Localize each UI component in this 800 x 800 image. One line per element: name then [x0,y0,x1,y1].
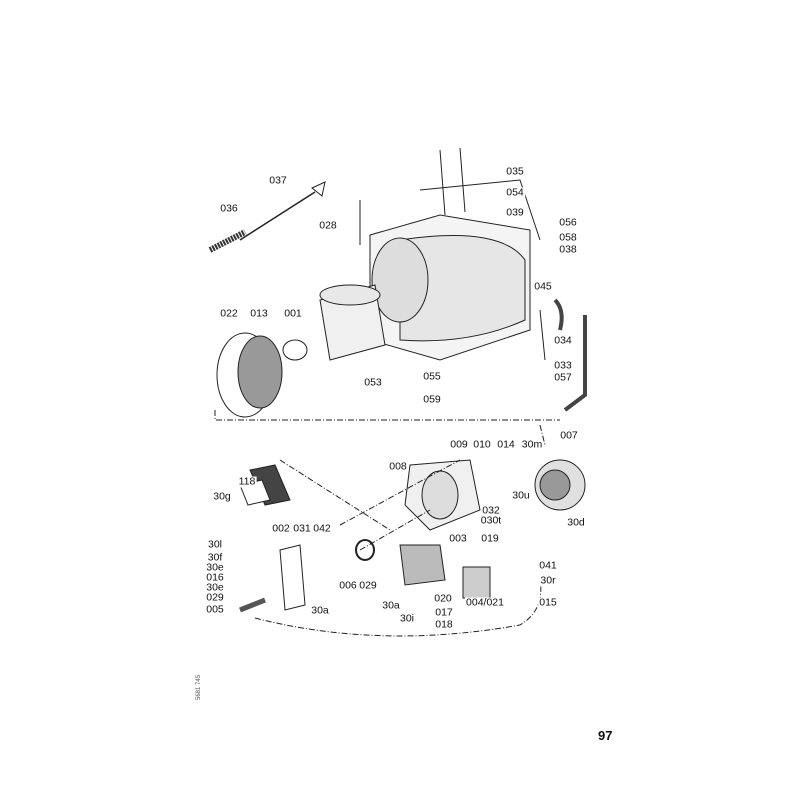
callout-label: 30e [205,561,225,574]
callout-label: 020 [433,592,453,605]
burner-assembly [239,459,586,637]
callout-label: 029 [358,579,378,592]
callout-label: 053 [363,376,383,389]
callout-label: 029 [205,591,225,604]
callout-label: 007 [559,429,579,442]
callout-label: 006 [338,579,358,592]
callout-label: 30f [206,551,224,564]
callout-label: 30a [310,604,330,617]
callout-label: 010 [472,438,492,451]
callout-label: 004/021 [465,596,505,609]
callout-label: 033 [553,359,573,372]
callout-label: 045 [533,280,553,293]
callout-label: 30l [206,538,224,551]
callout-label: 002 [271,522,291,535]
pipe [553,298,587,412]
callout-label: 022 [219,307,239,320]
heat-exchanger-housing [369,147,546,361]
callout-label: 038 [558,243,578,256]
callout-label: 032 [481,504,501,517]
callout-label: 055 [422,370,442,383]
burner-door [237,335,283,409]
callout-label: 034 [553,334,573,347]
callout-label: 028 [318,219,338,232]
callout-label: 035 [505,165,525,178]
burner-tube [282,284,386,361]
callout-label: 030t [479,514,503,527]
document-code: 5681 745 [196,674,202,700]
callout-label: 30r [539,574,557,587]
callout-label: 041 [538,559,558,572]
callout-label: 009 [449,438,469,451]
callout-label: 057 [553,371,573,384]
callout-label: 014 [496,438,516,451]
callout-label: 30m [520,438,544,451]
callout-label: 036 [219,202,239,215]
callout-label: 059 [422,393,442,406]
callout-label: 30g [212,490,232,503]
callout-label: 008 [388,460,408,473]
callout-label: 019 [480,532,500,545]
callout-label: 042 [312,522,332,535]
callout-label: 018 [434,618,454,631]
cleaning-rod [239,191,316,241]
callout-label: 015 [538,596,558,609]
callout-label: 058 [558,231,578,244]
callout-label: 056 [558,216,578,229]
callout-label: 003 [448,532,468,545]
callout-label: 30i [398,612,416,625]
callout-label: 037 [268,174,288,187]
callout-label: 005 [205,603,225,616]
callout-label: 30a [381,599,401,612]
callout-label: 30d [566,516,586,529]
callout-label: 013 [249,307,269,320]
callout-label: 30u [511,489,531,502]
cleaning-brush [208,229,247,253]
callout-label: 039 [505,206,525,219]
callout-label: 30e [205,581,225,594]
callout-label: 118 [237,475,257,488]
callout-label: 054 [505,186,525,199]
callout-label: 017 [434,606,454,619]
callout-label: 031 [292,522,312,535]
callout-label: 016 [205,571,225,584]
page-number: 97 [598,728,613,743]
callout-label: 001 [283,307,303,320]
